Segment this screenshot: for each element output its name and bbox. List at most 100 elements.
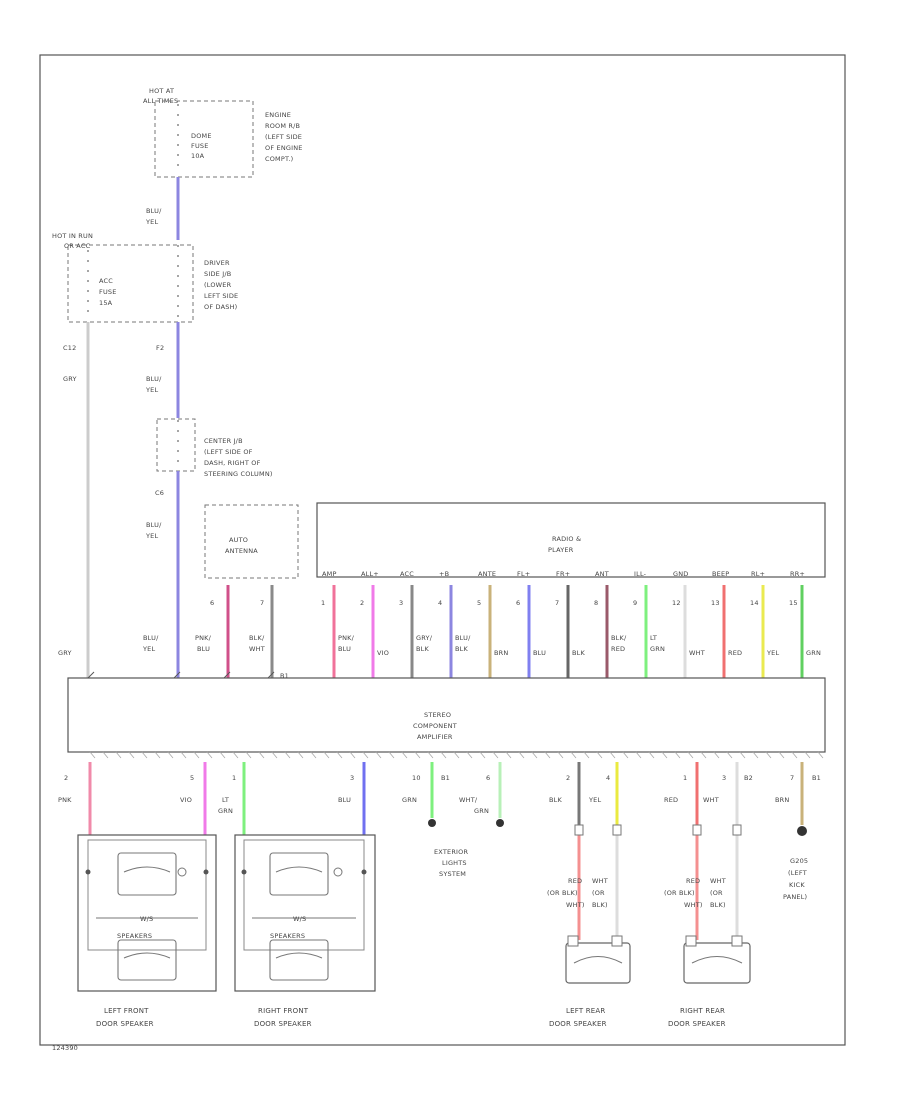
connector-tick [440, 751, 447, 759]
out-color-vio: VIO [180, 796, 192, 804]
connector-tick [206, 751, 213, 759]
dash-fuse-line-3: 15A [99, 299, 113, 307]
rr-wire-junction-1 [692, 824, 702, 836]
dash-hot-label: HOT IN RUN [52, 232, 93, 240]
connector-tick [375, 751, 382, 759]
wire-label-gry-2: GRY [58, 649, 72, 657]
out-num-5: 5 [190, 774, 194, 782]
rr-wire-label-4: (OR [710, 889, 723, 897]
wire-label-c6: C6 [155, 489, 164, 497]
connector-tick [414, 751, 421, 759]
radio-pin-number: 6 [516, 599, 520, 607]
rr-wire-label-5: WHT) [684, 901, 703, 909]
connector-tick [817, 751, 824, 759]
wire-label-gry-1: GRY [63, 375, 77, 383]
out-num-3b: 3 [722, 774, 726, 782]
radio-wire-color: BLK [416, 645, 429, 653]
connector-tick [388, 751, 395, 759]
connector-tick [154, 751, 161, 759]
connector-tick [765, 751, 772, 759]
ground-terminal [797, 826, 807, 836]
connector-tick [128, 751, 135, 759]
ext-lights-label-1: EXTERIOR [434, 848, 468, 856]
connector-tick [267, 671, 275, 679]
right-front-label-1: RIGHT FRONT [258, 1007, 309, 1015]
radio-pin-name: ALL+ [361, 570, 379, 578]
amplifier-box [67, 677, 826, 753]
radio-pin-name: ACC [400, 570, 414, 578]
out-num-6: 6 [486, 774, 490, 782]
dash-fuse-box [67, 244, 194, 323]
radio-pin-name: ILL- [634, 570, 647, 578]
radio-wire-color: LT [650, 634, 657, 642]
dash-location-5: OF DASH) [204, 303, 237, 311]
rf-speakers-label: SPEAKERS [270, 932, 305, 940]
radio-wire-color: BLU/ [455, 634, 471, 642]
radio-wire-color: BLK/ [611, 634, 627, 642]
center-location-1: CENTER J/B [204, 437, 243, 445]
radio-pin-name: FR+ [556, 570, 570, 578]
connector-tick [804, 751, 811, 759]
connector-tick [713, 751, 720, 759]
radio-wire-color: BLU [338, 645, 351, 653]
radio-wire-color: GRY/ [416, 634, 433, 642]
ext-lights-label-2: LIGHTS [442, 859, 467, 867]
dash-hot-value: OR ACC [64, 242, 91, 250]
radio-pin-name: +B [439, 570, 449, 578]
rf-ws-label: W/S [293, 915, 306, 923]
connector-tick [505, 751, 512, 759]
radio-pin-number: 13 [711, 599, 720, 607]
connector-tick [284, 751, 291, 759]
connector-tick [427, 751, 434, 759]
left-front-label-2: DOOR SPEAKER [96, 1020, 154, 1028]
engine-location-5: COMPT.) [265, 155, 293, 163]
out-color-wht-grn-a: WHT/ [459, 796, 478, 804]
left-rear-label-2: DOOR SPEAKER [549, 1020, 607, 1028]
connector-tick [297, 751, 304, 759]
engine-hot-value: ALL TIMES [143, 97, 178, 105]
radio-wire-color: GRN [650, 645, 665, 653]
connector-tick [609, 751, 616, 759]
out-color-grn: GRN [402, 796, 417, 804]
connector-tick [323, 751, 330, 759]
connector-tick [557, 751, 564, 759]
auto-antenna-label-1: AUTO [229, 536, 248, 544]
engine-location-3: (LEFT SIDE [265, 133, 302, 141]
rr-wire-junction-2 [732, 824, 742, 836]
radio-wire-color: PNK/ [338, 634, 355, 642]
amplifier-label-2: COMPONENT [413, 722, 457, 730]
auto-antenna-box [204, 504, 299, 579]
rr-wire-label-3: (OR BLK) [664, 889, 695, 897]
center-location-4: STEERING COLUMN) [204, 470, 273, 478]
connector-tick [661, 751, 668, 759]
out-conn-b1-a: B1 [441, 774, 450, 782]
radio-pin-number: 2 [360, 599, 364, 607]
amplifier-label-3: AMPLIFIER [417, 733, 453, 741]
radio-title-1: RADIO & [552, 535, 581, 543]
wire-label-blu-yel-1a: BLU/ [146, 207, 162, 215]
out-color-pnk: PNK [58, 796, 72, 804]
connector-tick [739, 751, 746, 759]
connector-tick [518, 751, 525, 759]
center-location-3: DASH, RIGHT OF [204, 459, 261, 467]
wire-label-blu-yel-1b: YEL [145, 218, 158, 226]
lr-wire-label-5: WHT) [566, 901, 585, 909]
radio-wire-color: WHT [689, 649, 705, 657]
wire-label-blu-yel-3a: BLU/ [146, 521, 162, 529]
wire-label-blu-yel-3b: YEL [145, 532, 158, 540]
radio-title-2: PLAYER [548, 546, 574, 554]
out-color-brn: BRN [775, 796, 789, 804]
amp-connector-a1: B1 [280, 672, 289, 680]
lf-ws-label: W/S [140, 915, 153, 923]
connector-tick [622, 751, 629, 759]
connector-tick [89, 751, 96, 759]
diagram-id: 124390 [52, 1044, 78, 1052]
connector-tick [219, 751, 226, 759]
dash-location-2: SIDE J/B [204, 270, 231, 278]
out-color-wht-grn-b: GRN [474, 807, 489, 815]
radio-wire-color: RED [611, 645, 625, 653]
wire-label-blu-yel-4a: BLU/ [143, 634, 159, 642]
connector-tick [479, 751, 486, 759]
amplifier-label-1: STEREO [424, 711, 451, 719]
radio-pin-name: AMP [322, 570, 337, 578]
